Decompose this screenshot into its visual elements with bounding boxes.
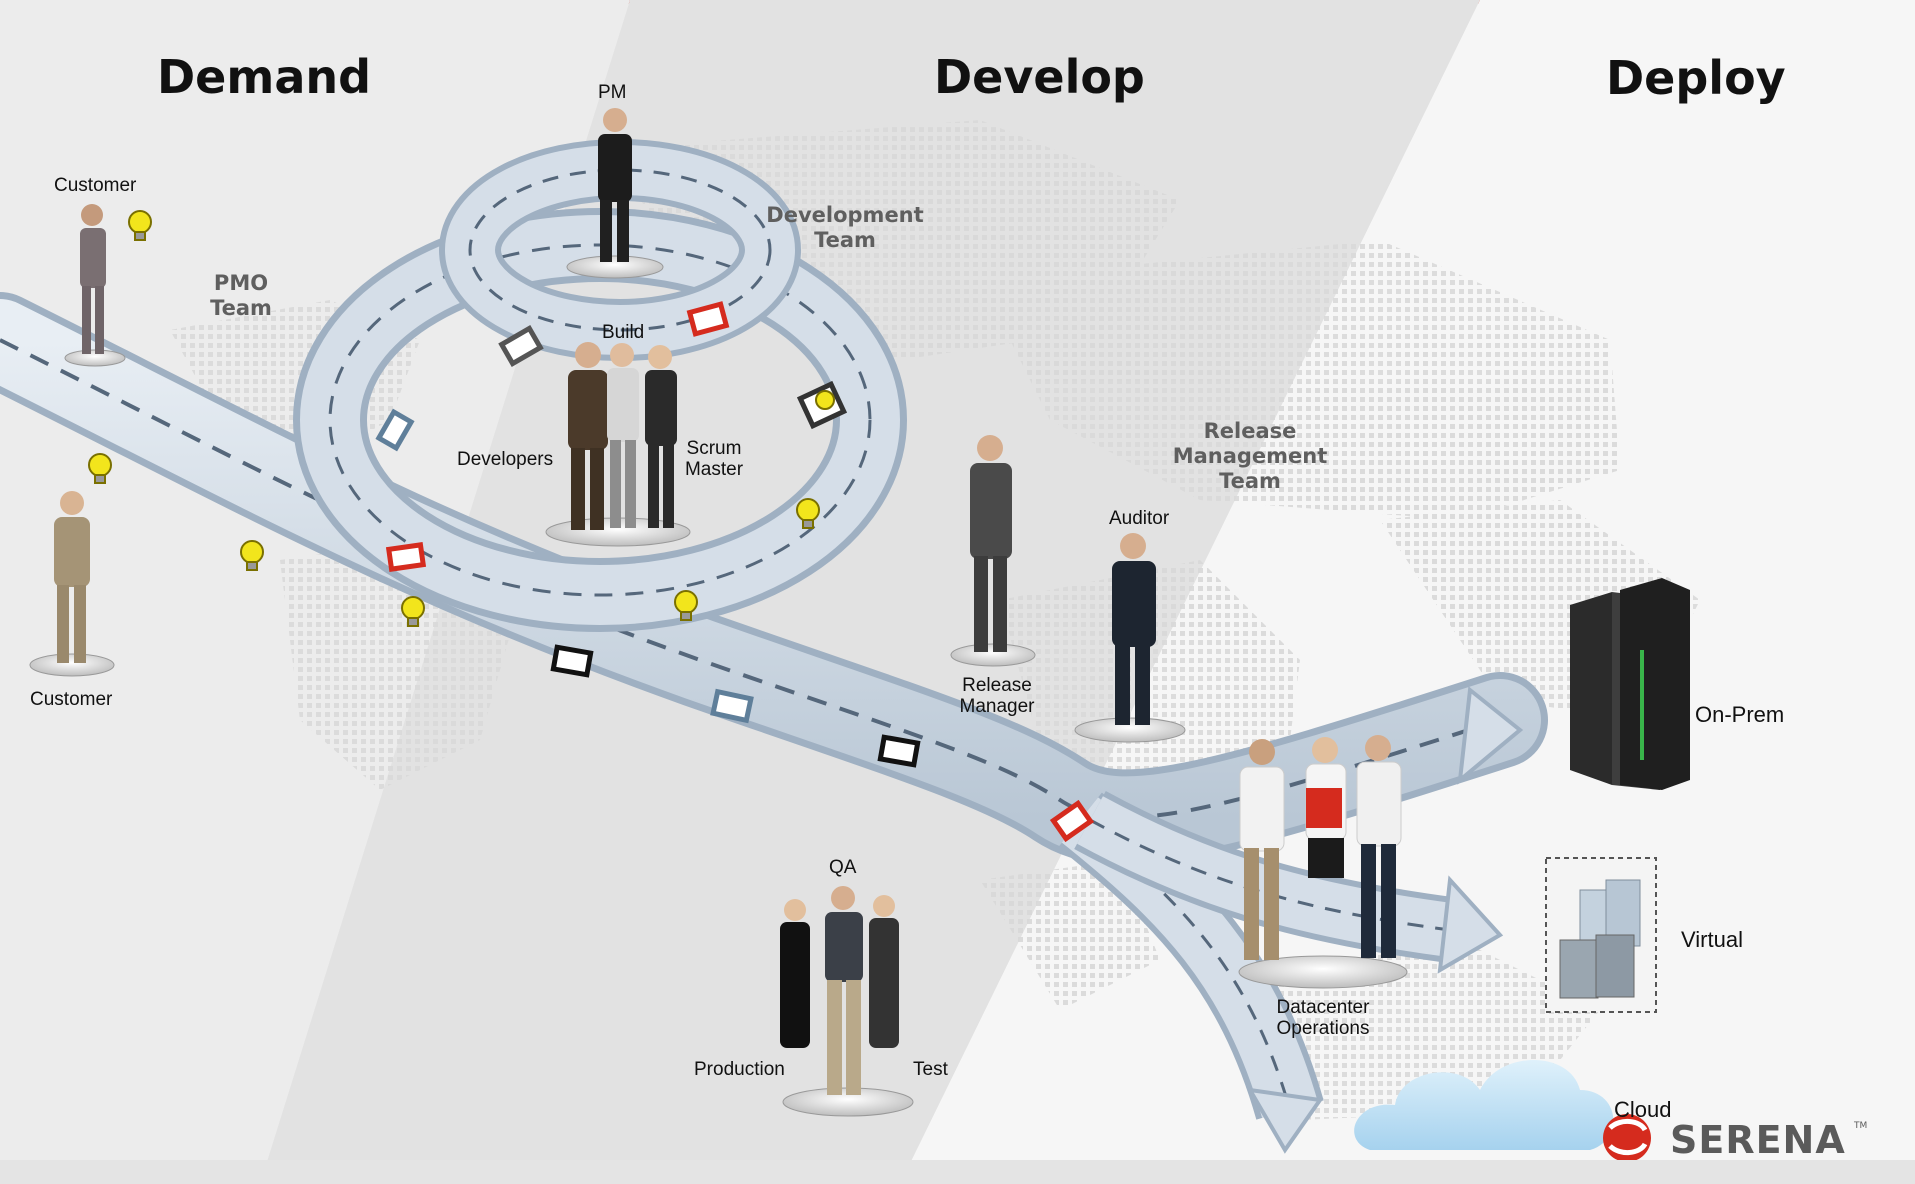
arrowhead-icon bbox=[1457, 686, 1524, 785]
serena-logo-icon bbox=[1603, 1114, 1651, 1162]
target-cloud: Cloud bbox=[1614, 1097, 1672, 1122]
virtual-servers-icon bbox=[1545, 857, 1657, 1013]
role-scrum-master: Scrum Master bbox=[682, 438, 746, 480]
main-road bbox=[0, 292, 1548, 866]
team-label-line: Management bbox=[1172, 444, 1328, 468]
role-release-manager: Release Manager bbox=[958, 675, 1036, 717]
role-production: Production bbox=[694, 1059, 785, 1080]
role-test: Test bbox=[913, 1059, 948, 1080]
role-label-line: Release bbox=[962, 675, 1032, 696]
team-label-line: PMO bbox=[213, 271, 269, 295]
idea-bulb-icons bbox=[88, 210, 835, 627]
bottom-strip bbox=[0, 1160, 1915, 1184]
role-customer-top: Customer bbox=[54, 175, 137, 196]
role-label-line: Master bbox=[684, 459, 744, 480]
phase-develop: Develop bbox=[934, 50, 1145, 104]
role-label-line: Operations bbox=[1276, 1018, 1370, 1039]
role-auditor: Auditor bbox=[1109, 508, 1170, 529]
role-pm: PM bbox=[598, 82, 627, 103]
trademark-mark: TM bbox=[1854, 1121, 1868, 1131]
serena-wordmark: SERENA bbox=[1670, 1118, 1846, 1162]
target-virtual: Virtual bbox=[1681, 927, 1743, 952]
server-rack-icon bbox=[1570, 578, 1690, 790]
role-developers: Developers bbox=[457, 449, 554, 470]
target-on-prem: On-Prem bbox=[1695, 702, 1785, 727]
role-build: Build bbox=[602, 322, 645, 343]
phase-demand: Demand bbox=[157, 50, 372, 104]
role-label-line: Datacenter bbox=[1276, 997, 1370, 1018]
team-label-line: Team bbox=[1219, 469, 1281, 493]
team-label-line: Team bbox=[210, 296, 272, 320]
release-management-team-label: Release Management Team bbox=[1160, 419, 1340, 494]
phase-deploy: Deploy bbox=[1606, 51, 1786, 105]
pmo-team-label: PMO Team bbox=[196, 271, 286, 321]
team-label-line: Release bbox=[1203, 419, 1297, 443]
role-customer-bottom: Customer bbox=[30, 689, 113, 710]
role-label-line: Scrum bbox=[686, 438, 742, 459]
development-team-label: Development Team bbox=[760, 203, 930, 253]
cloud-icon bbox=[1354, 1060, 1614, 1150]
arrowhead-icon bbox=[1437, 875, 1504, 974]
role-datacenter-operations: Datacenter Operations bbox=[1273, 997, 1373, 1039]
role-qa: QA bbox=[829, 857, 857, 878]
role-label-line: Manager bbox=[959, 696, 1035, 717]
team-label-line: Team bbox=[814, 228, 876, 252]
team-label-line: Development bbox=[766, 203, 924, 227]
role-figures bbox=[29, 108, 1408, 1117]
arrowhead-icon bbox=[1246, 1087, 1324, 1154]
